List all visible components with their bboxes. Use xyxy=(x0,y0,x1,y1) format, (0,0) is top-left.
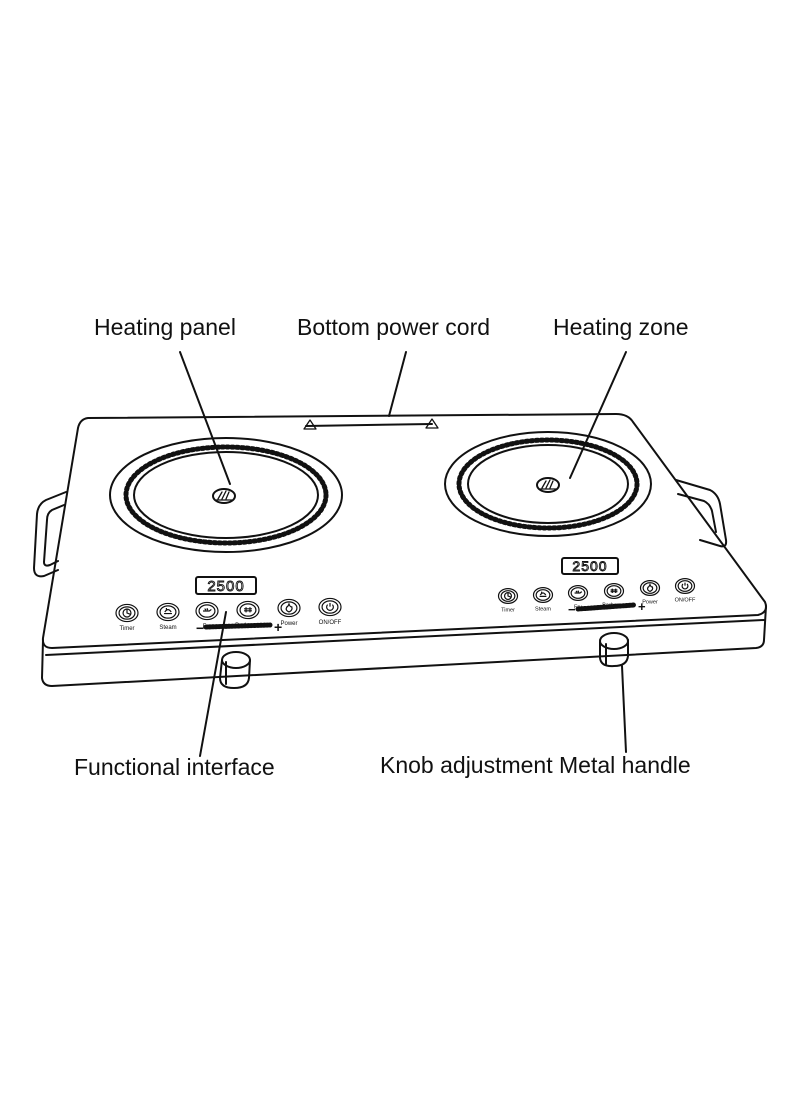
warning-triangle-icon xyxy=(303,419,317,430)
button-label: Barbecue xyxy=(602,603,626,609)
left-control-buttons: Timer Steam Fry Barbecue Power ON/OFF xyxy=(115,597,342,632)
left-timer-button[interactable]: Timer xyxy=(115,603,139,632)
label-knob-adjustment-metal-handle: Knob adjustment Metal handle xyxy=(380,752,691,778)
button-label: Fry xyxy=(574,605,582,611)
button-label: ON/OFF xyxy=(675,598,696,604)
button-label: Fry xyxy=(203,624,212,630)
warning-triangle-icon-right xyxy=(425,418,439,429)
right-display-readout: 2500 xyxy=(572,558,607,574)
hand-touch-icon-right xyxy=(536,477,560,493)
left-display-readout: 2500 xyxy=(207,578,244,595)
glass-top xyxy=(41,413,768,649)
button-label: Steam xyxy=(159,625,176,631)
label-functional-interface: Functional interface xyxy=(74,754,275,780)
button-label: ON/OFF xyxy=(319,620,342,626)
cooktop-base xyxy=(41,605,767,687)
power-flame-icon xyxy=(285,602,293,613)
right-timer-button[interactable]: Timer xyxy=(497,587,519,614)
left-barbecue-button[interactable]: Barbecue xyxy=(235,600,262,629)
hand-touch-icon xyxy=(212,488,236,504)
left-knob[interactable] xyxy=(219,651,251,689)
left-zone-outer-ring xyxy=(109,437,343,553)
left-fry-button[interactable]: Fry xyxy=(195,601,219,630)
fry-icon xyxy=(574,590,583,594)
steam-icon xyxy=(164,608,172,615)
left-power-button[interactable]: Power xyxy=(277,598,301,627)
base-edge xyxy=(45,619,765,656)
right-barbecue-button[interactable]: Barbecue xyxy=(602,582,626,609)
left-power-slider[interactable] xyxy=(203,622,273,630)
steam-icon xyxy=(539,591,547,597)
right-handle-inner xyxy=(677,493,717,533)
right-zone-inner-ring xyxy=(467,444,629,524)
timer-icon xyxy=(122,608,132,618)
right-slider-plus[interactable]: + xyxy=(638,599,646,614)
right-steam-button[interactable]: Steam xyxy=(532,586,554,613)
right-slider-minus[interactable]: − xyxy=(568,602,576,617)
hand-touch-icon-glyph xyxy=(215,490,233,501)
left-steam-button[interactable]: Steam xyxy=(156,602,180,631)
leader-functional-interface xyxy=(199,611,227,757)
barbecue-icon xyxy=(244,607,252,613)
power-toggle-icon xyxy=(326,603,334,611)
right-power-slider[interactable] xyxy=(575,602,637,612)
hand-touch-icon-right-glyph xyxy=(539,479,557,490)
left-slider-plus[interactable]: + xyxy=(274,619,282,635)
button-label: Timer xyxy=(119,626,134,632)
button-label: Barbecue xyxy=(235,623,261,629)
button-label: Power xyxy=(280,621,297,627)
cord-slot xyxy=(305,423,433,427)
fry-icon xyxy=(203,608,212,612)
label-heating-panel: Heating panel xyxy=(94,314,236,340)
right-knob[interactable] xyxy=(599,632,629,668)
barbecue-icon xyxy=(610,588,618,594)
leader-heating-panel xyxy=(179,351,231,485)
timer-icon xyxy=(503,592,513,600)
right-zone-coil xyxy=(456,437,640,531)
right-zone-outer-ring xyxy=(444,431,652,537)
left-handle xyxy=(33,491,67,578)
left-zone-coil xyxy=(123,444,329,546)
label-heating-zone: Heating zone xyxy=(553,314,689,340)
button-label: Timer xyxy=(501,608,515,614)
right-onoff-button[interactable]: ON/OFF xyxy=(675,577,696,604)
left-handle-inner xyxy=(43,504,65,567)
power-toggle-icon xyxy=(681,582,689,590)
label-bottom-power-cord: Bottom power cord xyxy=(297,314,491,340)
right-handle xyxy=(675,479,728,548)
button-label: Power xyxy=(642,600,658,606)
right-power-button[interactable]: Power xyxy=(639,579,661,606)
left-zone-inner-ring xyxy=(133,451,319,539)
right-display-frame xyxy=(561,557,619,575)
leader-knob-adjustment xyxy=(621,665,627,753)
leader-bottom-power-cord xyxy=(388,351,407,417)
leader-heating-zone xyxy=(569,351,627,479)
button-label: Steam xyxy=(535,607,551,613)
right-control-buttons: Timer Steam Fry Barbecue Power ON/OFF xyxy=(497,577,696,614)
left-onoff-button[interactable]: ON/OFF xyxy=(318,597,342,626)
left-display-frame xyxy=(195,576,257,595)
right-fry-button[interactable]: Fry xyxy=(567,584,589,611)
left-slider-minus[interactable]: − xyxy=(196,620,204,636)
power-flame-icon xyxy=(646,582,654,593)
